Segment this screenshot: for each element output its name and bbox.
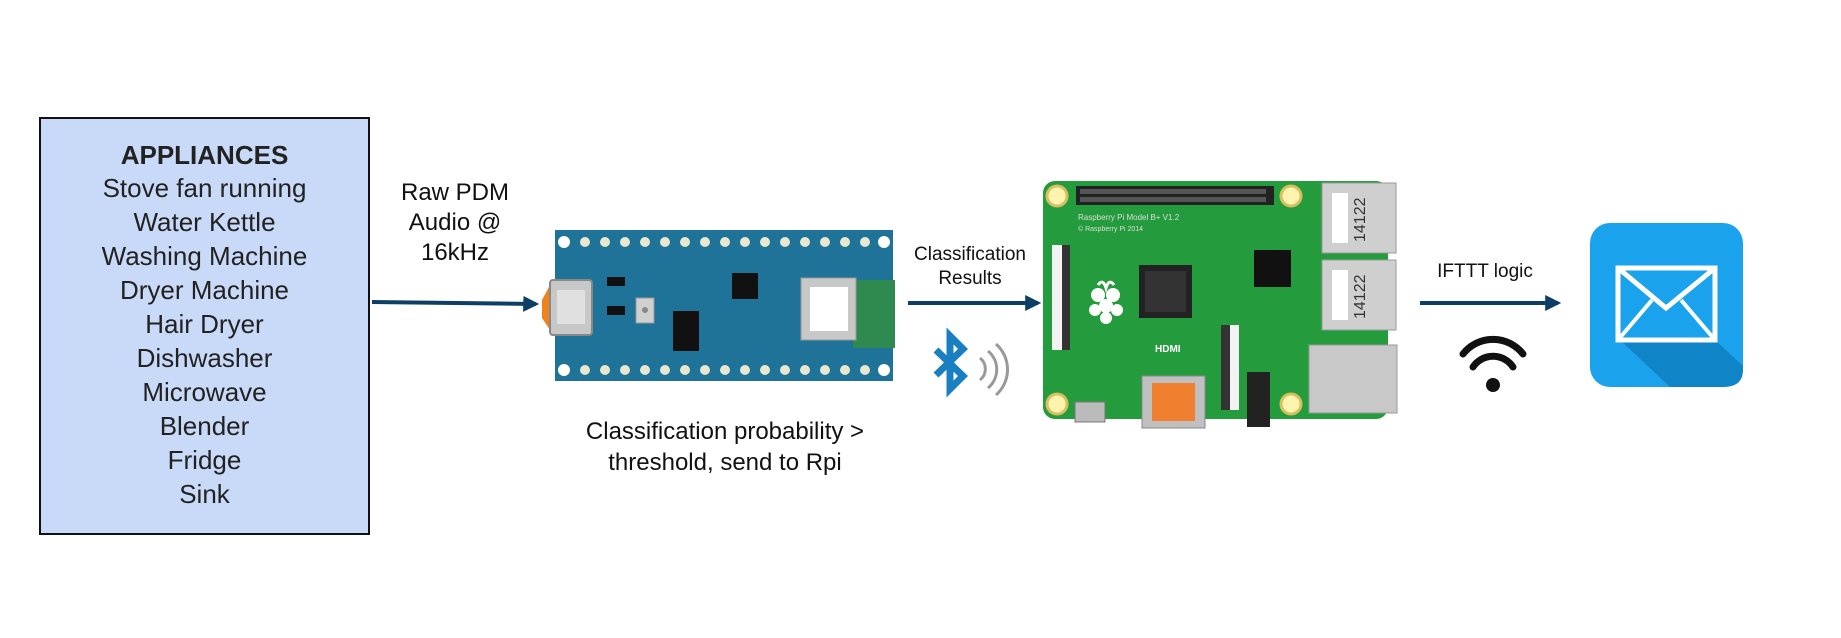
nano-antenna	[853, 280, 895, 348]
appliance-item: Microwave	[142, 377, 267, 407]
nano-pins-top	[558, 236, 890, 248]
classification-label-line-2: threshold, send to Rpi	[608, 449, 842, 476]
appliance-item: Hair Dryer	[145, 309, 264, 339]
rpi-camera-connector	[1230, 325, 1239, 410]
nano-mic	[673, 311, 699, 351]
appliance-item: Fridge	[167, 445, 242, 475]
rpi-usb-port-1: 14122	[1321, 182, 1397, 254]
results-label: Classification Results	[895, 243, 1045, 291]
appliance-item: Stove fan running	[102, 173, 307, 203]
audio-label-line-2: Audio @	[408, 209, 502, 236]
classification-label-line-1: Classification probability >	[585, 418, 865, 445]
mail-icon	[1590, 223, 1743, 387]
rpi-display-connector	[1052, 245, 1062, 350]
wifi-icon	[1459, 335, 1527, 392]
appliances-box: APPLIANCES Stove fan running Water Kettl…	[39, 117, 370, 535]
appliances-title: APPLIANCES	[120, 140, 289, 170]
nano-chip	[732, 273, 758, 299]
rpi-lan-chip	[1254, 250, 1291, 287]
rpi-model-text: Raspberry Pi Model B+ V1.2	[1078, 213, 1180, 222]
arrow-appliances-to-nano	[371, 295, 540, 312]
rpi-micro-usb	[1074, 401, 1106, 423]
rpi-usb-code-2: 14122	[1352, 274, 1369, 319]
rpi-hdmi-text: HDMI	[1155, 344, 1181, 355]
rpi-usb-code-1: 14122	[1352, 197, 1369, 242]
results-label-line-1: Classification	[914, 244, 1026, 265]
rpi-logo	[1089, 280, 1123, 324]
appliance-item: Blender	[159, 411, 250, 441]
nano-usb-orange	[542, 285, 550, 330]
classification-label: Classification probability > threshold, …	[545, 416, 905, 478]
arduino-nano-board	[542, 230, 895, 381]
appliance-item: Sink	[179, 479, 230, 509]
bluetooth-icon	[933, 327, 1010, 398]
appliance-item: Washing Machine	[101, 241, 308, 271]
audio-label-line-1: Raw PDM	[400, 179, 509, 206]
ifttt-label: IFTTT logic	[1437, 261, 1533, 282]
rpi-gpio-header	[1076, 186, 1274, 205]
appliance-item: Water Kettle	[133, 207, 276, 237]
appliance-item: Dryer Machine	[119, 275, 290, 305]
results-label-line-2: Results	[938, 268, 1002, 289]
rpi-year-text: © Raspberry Pi 2014	[1078, 225, 1143, 233]
appliance-item: Dishwasher	[136, 343, 273, 373]
audio-label-line-3: 16kHz	[420, 239, 490, 266]
rpi-mount-holes	[1045, 184, 1303, 416]
nano-pins-bottom	[558, 364, 890, 376]
audio-label: Raw PDM Audio @ 16kHz	[385, 178, 525, 268]
rpi-ethernet-port	[1308, 344, 1398, 414]
rpi-audio-jack	[1247, 372, 1270, 427]
rpi-usb-port-2: 14122	[1321, 259, 1397, 331]
raspberry-pi-board: Raspberry Pi Model B+ V1.2 © Raspberry P…	[1043, 181, 1398, 429]
